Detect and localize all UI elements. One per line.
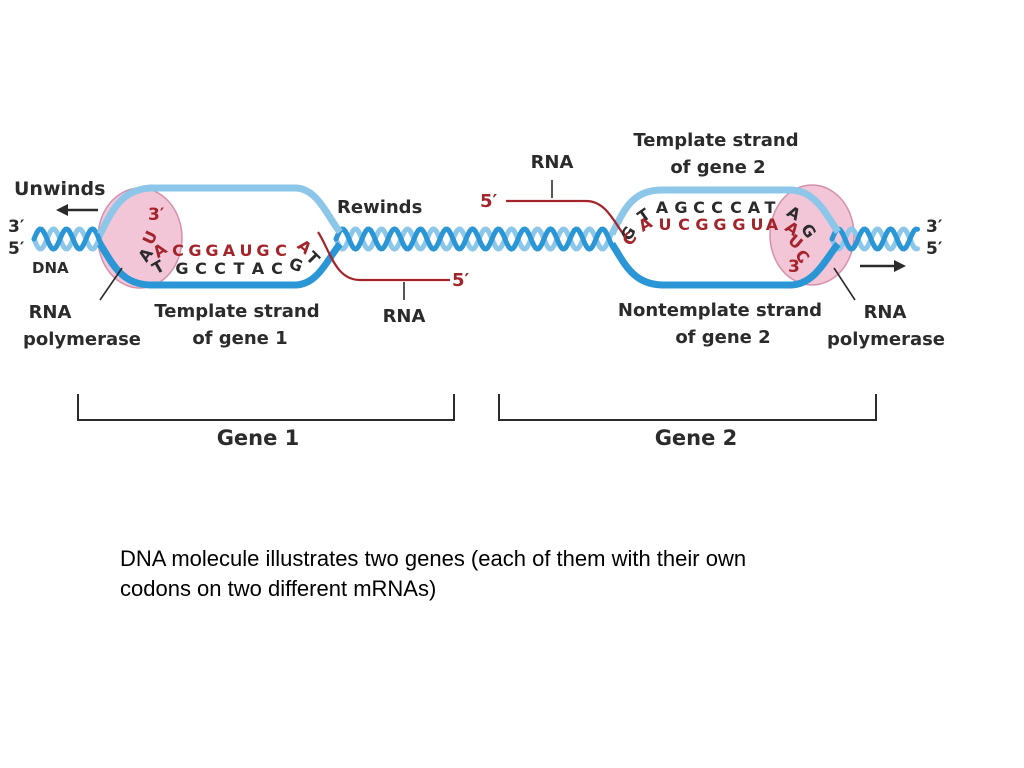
gene2-rna-base-4: G bbox=[695, 215, 708, 234]
caption-line-2: codons on two different mRNAs) bbox=[120, 576, 437, 601]
gene1-nontemplate-strand bbox=[96, 184, 343, 236]
gene2-rna-strand bbox=[506, 199, 627, 239]
dna-backbone bbox=[333, 226, 618, 252]
rna-gene1-label: RNA bbox=[383, 306, 426, 327]
gene1-rna-base-6: U bbox=[240, 241, 253, 260]
rna-gene2-label: RNA bbox=[531, 152, 574, 173]
gene1-dna-base-3: C bbox=[195, 259, 207, 278]
gene1-dna-base-8: G bbox=[286, 254, 305, 276]
gene1-rna-base-2: C bbox=[172, 241, 184, 260]
dna-backbone bbox=[829, 226, 920, 252]
gene1-rna-base-5: A bbox=[223, 241, 236, 260]
gene1-bracket bbox=[77, 394, 455, 421]
gene2-template-strand bbox=[608, 186, 841, 236]
gene2-rna-3prime: 3′ bbox=[788, 257, 805, 277]
dna-label: DNA bbox=[32, 259, 69, 277]
gene1-rna-strand bbox=[317, 231, 450, 282]
gene1-dna-base-6: A bbox=[252, 259, 265, 278]
gene2-rna-base-6: G bbox=[732, 215, 745, 234]
gene2-dna-base-5: C bbox=[711, 198, 723, 217]
three-prime-right-label: 3′ bbox=[926, 217, 943, 237]
gene1-dna-base-5: T bbox=[234, 259, 245, 278]
gene2-dna-base-6: C bbox=[730, 198, 742, 217]
gene2-nontemplate-strand bbox=[609, 241, 841, 289]
gene2-dna-base-3: G bbox=[674, 198, 687, 217]
gene1-dna-base-2: G bbox=[175, 259, 188, 278]
dna-backbone bbox=[31, 226, 106, 252]
gene2-bracket bbox=[498, 394, 877, 421]
nontemplate-gene2-label-2: of gene 2 bbox=[675, 327, 770, 348]
gene2-dna-base-4: C bbox=[693, 198, 705, 217]
gene1-dna-base-4: C bbox=[214, 259, 226, 278]
gene1-rna-base-8: C bbox=[275, 241, 287, 260]
gene2-rna-base-3: C bbox=[678, 215, 690, 234]
template-gene2-label-1: Template strand bbox=[633, 130, 798, 151]
polymerase-direction-arrow bbox=[860, 260, 906, 272]
nontemplate-gene2-label-1: Nontemplate strand bbox=[618, 300, 822, 321]
three-prime-left-label: 3′ bbox=[8, 217, 25, 237]
dna-helix-left bbox=[31, 226, 106, 252]
gene2-rna-base-5: G bbox=[713, 215, 726, 234]
template-gene2-label-2: of gene 2 bbox=[670, 157, 765, 178]
gene1-rna-base-7: G bbox=[256, 241, 269, 260]
gene1-rna-base-3: G bbox=[188, 241, 201, 260]
gene2-label: Gene 2 bbox=[655, 426, 738, 450]
rna-polymerase-left-label-2: polymerase bbox=[23, 329, 141, 350]
rna-polymerase-right-label-2: polymerase bbox=[827, 329, 945, 350]
gene1-dna-base-7: C bbox=[271, 259, 283, 278]
gene1-label: Gene 1 bbox=[217, 426, 300, 450]
gene1-rna-base-4: G bbox=[205, 241, 218, 260]
dna-helix-middle bbox=[333, 226, 618, 252]
rna-gene1-5prime-label: 5′ bbox=[452, 270, 470, 291]
gene1-rna-3prime: 3′ bbox=[148, 205, 165, 225]
gene2-dna-base-2: A bbox=[656, 198, 669, 217]
caption-line-1: DNA molecule illustrates two genes (each… bbox=[120, 546, 747, 571]
unwinds-label: Unwinds bbox=[14, 178, 105, 200]
gene2-rna-base-8: A bbox=[766, 215, 779, 234]
rna-polymerase-left-leader bbox=[99, 267, 123, 301]
gene2-rna-base-2: U bbox=[659, 215, 672, 234]
gene2-dna-base-7: A bbox=[748, 198, 761, 217]
template-gene1-label-1: Template strand bbox=[154, 301, 319, 322]
template-gene1-label-2: of gene 1 bbox=[192, 328, 287, 349]
dna-backbone bbox=[31, 226, 106, 252]
rna-polymerase-left-label-1: RNA bbox=[29, 302, 72, 323]
rewinds-label: Rewinds bbox=[337, 197, 422, 218]
five-prime-left-label: 5′ bbox=[8, 239, 25, 259]
unwinds-arrow bbox=[56, 204, 98, 216]
rna-polymerase-right-label-1: RNA bbox=[864, 302, 907, 323]
caption: DNA molecule illustrates two genes (each… bbox=[120, 544, 880, 604]
gene2-rna-base-7: U bbox=[751, 215, 764, 234]
rna-gene2-5prime-label: 5′ bbox=[480, 191, 498, 212]
gene1-template-strand bbox=[97, 241, 343, 289]
dna-backbone bbox=[333, 226, 618, 252]
dna-helix-right bbox=[829, 226, 920, 252]
five-prime-right-label: 5′ bbox=[926, 239, 943, 259]
gene2-dna-base-8: T bbox=[765, 198, 776, 217]
rna-polymerase-right-leader bbox=[833, 267, 856, 301]
